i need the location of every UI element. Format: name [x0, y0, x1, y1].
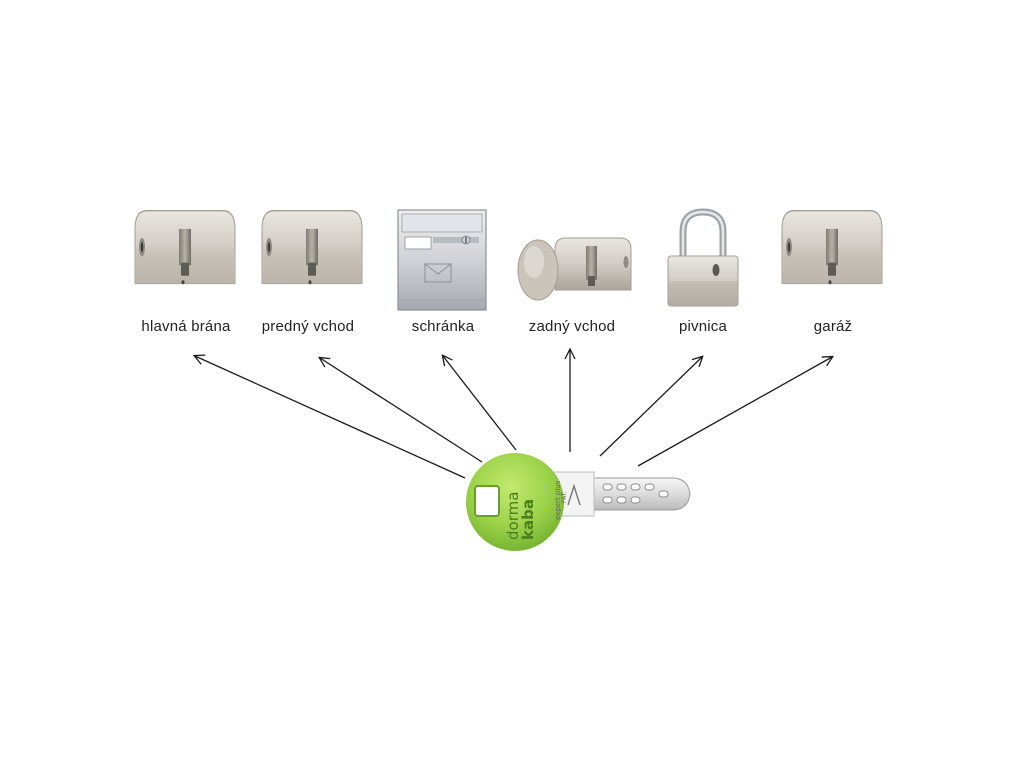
- key-pat-text: PAT.: [561, 491, 568, 503]
- item-label-hlavna-brana: hlavná brána: [141, 318, 231, 335]
- connector-arrows: [195, 350, 832, 479]
- key-icon: dorma kaba expert plus PAT.: [466, 453, 691, 551]
- arrow-to-garaz: [637, 357, 832, 467]
- item-label-schranka: schránka: [411, 318, 475, 335]
- item-label-predny-vchod: predný vchod: [261, 318, 355, 335]
- euro-cylinder-lock-icon: [261, 210, 363, 285]
- euro-cylinder-lock-icon: [781, 210, 883, 285]
- item-label-garaz: garáž: [813, 318, 853, 335]
- key-brand-line1: dorma: [504, 492, 522, 540]
- arrow-to-predny-vchod: [320, 358, 483, 463]
- item-label-pivnica: pivnica: [678, 318, 728, 335]
- arrow-to-schranka: [443, 356, 517, 451]
- arrow-to-hlavna-brana: [195, 356, 466, 479]
- key-brand-line2: kaba: [519, 499, 537, 540]
- euro-cylinder-lock-icon: [134, 210, 236, 285]
- item-label-zadny-vchod: zadný vchod: [528, 318, 616, 335]
- mailbox-icon: [397, 209, 487, 311]
- thumbturn-cylinder-lock-icon: [517, 237, 632, 301]
- arrow-to-pivnica: [599, 357, 702, 457]
- padlock-icon: [667, 208, 739, 307]
- key-model-text: expert plus: [554, 480, 562, 520]
